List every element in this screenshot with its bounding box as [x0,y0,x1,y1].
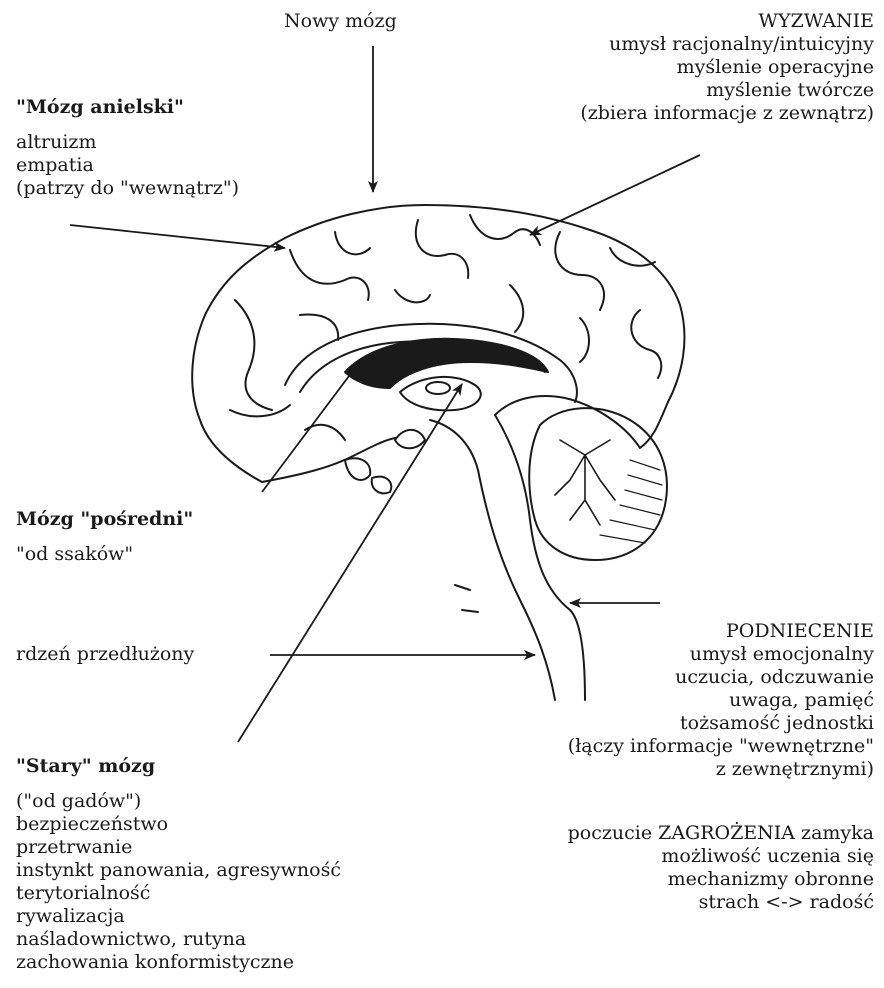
new-brain-label: Nowy mózg [284,10,397,33]
temporal-lobe [262,438,395,482]
angelic-brain-title: "Mózg anielski" [16,96,239,119]
challenge-line: umysł racjonalny/intuicyjny [580,33,874,56]
angelic-line: empatia [16,154,239,177]
medulla-label: rdzeń przedłużony [16,643,194,666]
middle-brain-block: Mózg "pośredni" "od ssaków" [16,508,193,566]
angelic-line: altruizm [16,131,239,154]
threat-line: strach <-> radość [568,891,874,914]
middle-brain-title: Mózg "pośredni" [16,508,193,531]
excitement-line: PODNIECENIE [568,620,874,643]
old-brain-line: bezpieczeństwo [16,813,341,836]
old-brain-line: instynkt panowania, agresywność [16,859,341,882]
old-brain-line: terytorialność [16,882,341,905]
arrow-angelic [70,225,285,248]
challenge-line: myślenie twórcze [580,79,874,102]
threat-line: mechanizmy obronne [568,868,874,891]
middle-brain-subtitle: "od ssaków" [16,543,193,566]
old-brain-line: ("od gadów") [16,790,341,813]
excitement-block: PODNIECENIE umysł emocjonalny uczucia, o… [568,620,874,781]
threat-line: poczucie ZAGROŻENIA zamyka [568,822,874,845]
threat-block: poczucie ZAGROŻENIA zamyka możliwość ucz… [568,822,874,914]
challenge-block: WYZWANIE umysł racjonalny/intuicyjny myś… [580,10,874,125]
cerebellum [529,408,667,560]
angelic-brain-block: "Mózg anielski" altruizm empatia (patrzy… [16,96,239,200]
excitement-line: (łączy informacje "wewnętrzne" [568,735,874,758]
challenge-line: WYZWANIE [580,10,874,33]
excitement-line: tożsamość jednostki [568,712,874,735]
old-brain-line: naśladownictwo, rutyna [16,928,341,951]
arrow-challenge [530,155,700,235]
angelic-line: (patrzy do "wewnątrz") [16,177,239,200]
old-brain-line: zachowania konformistyczne [16,951,341,974]
old-brain-block: "Stary" mózg ("od gadów") bezpieczeństwo… [16,755,341,974]
excitement-line: umysł emocjonalny [568,643,874,666]
arrow-middle [262,368,355,492]
old-brain-line: rywalizacja [16,905,341,928]
old-brain-line: przetrwanie [16,836,341,859]
excitement-line: uwaga, pamięć [568,689,874,712]
threat-line: możliwość uczenia się [568,845,874,868]
excitement-line: uczucia, odczuwanie [568,666,874,689]
challenge-line: myślenie operacyjne [580,56,874,79]
arrow-old [238,384,462,742]
old-brain-title: "Stary" mózg [16,755,341,778]
challenge-line: (zbiera informacje z zewnątrz) [580,102,874,125]
brainstem [430,420,555,700]
excitement-line: z zewnętrznymi) [568,758,874,781]
